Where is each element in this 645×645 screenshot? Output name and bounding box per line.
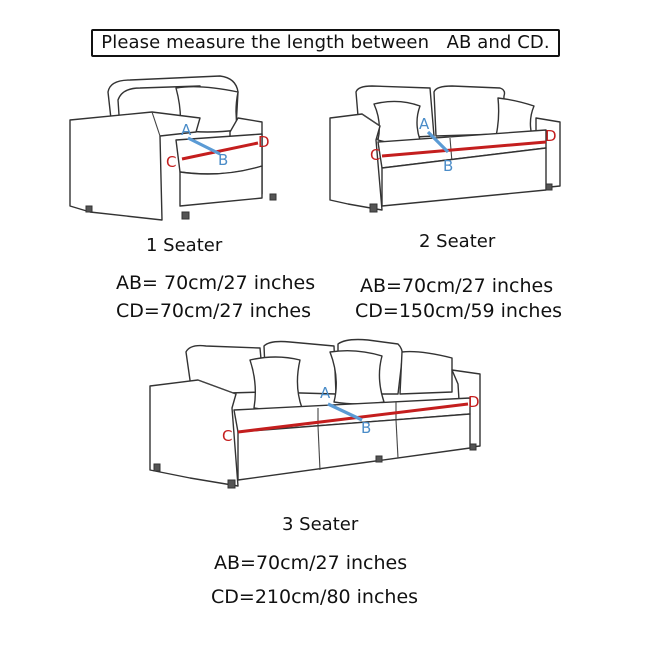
size-3-title: 3 Seater <box>282 514 359 535</box>
point-d: D <box>545 127 557 145</box>
point-a: A <box>419 115 430 133</box>
point-b: B <box>218 151 228 169</box>
point-d: D <box>258 133 270 151</box>
size-3-ab: AB=70cm/27 inches <box>214 552 408 574</box>
point-b: B <box>361 419 371 437</box>
size-1-title: 1 Seater <box>146 235 223 256</box>
point-a: A <box>320 384 331 402</box>
size-1-cd: CD=70cm/27 inches <box>116 300 311 322</box>
point-b: B <box>443 157 453 175</box>
point-c: C <box>370 146 380 164</box>
size-2-title: 2 Seater <box>419 231 496 252</box>
size-1-ab: AB= 70cm/27 inches <box>116 272 316 294</box>
size-2-ab: AB=70cm/27 inches <box>360 275 554 297</box>
point-c: C <box>166 153 176 171</box>
point-a: A <box>181 121 192 139</box>
sofa-1-seater: A B C D <box>69 75 277 221</box>
instruction-banner: Please measure the length between AB and… <box>91 29 560 57</box>
size-3-cd: CD=210cm/80 inches <box>211 586 419 608</box>
size-2-cd: CD=150cm/59 inches <box>355 300 563 322</box>
point-d: D <box>468 393 480 411</box>
sofa-2-seater: A B C D <box>329 85 561 213</box>
point-c: C <box>222 427 232 445</box>
sofa-3-seater: A B C D <box>149 338 481 489</box>
